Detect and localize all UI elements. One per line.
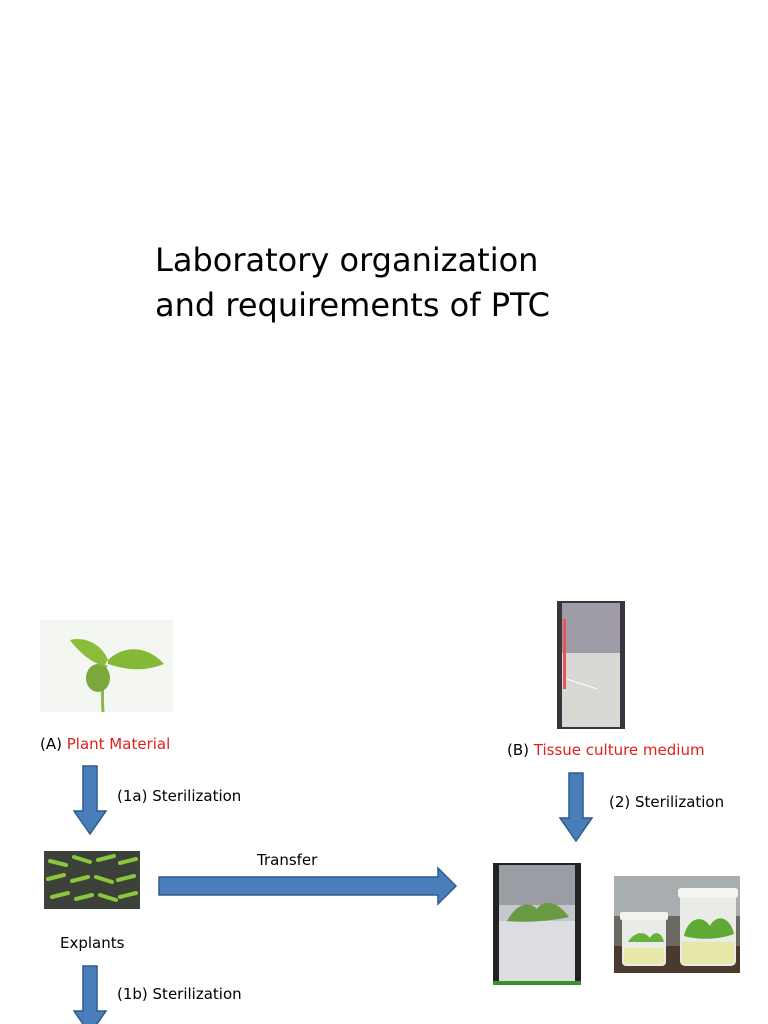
slide-title: Laboratory organization and requirements…: [155, 238, 715, 328]
sterilization-1b-label: (1b) Sterilization: [117, 985, 242, 1003]
arrow-right-transfer: [158, 866, 458, 906]
slide-title-line-2: and requirements of PTC: [155, 286, 550, 324]
tissue-culture-medium-label: (B) Tissue culture medium: [507, 741, 705, 759]
ptc-process-diagram: (A) Plant Material (1a) Sterilization: [0, 560, 768, 1024]
plant-material-prefix: (A): [40, 735, 62, 753]
medium-text: Tissue culture medium: [533, 741, 705, 759]
explants-image: [44, 851, 140, 909]
culture-jars-image: [614, 876, 740, 973]
sterilization-1a-label: (1a) Sterilization: [117, 787, 242, 805]
transfer-label: Transfer: [257, 851, 318, 869]
test-tube-medium-image: [557, 601, 625, 729]
title-slide: Laboratory organization and requirements…: [155, 238, 715, 328]
plant-material-label: (A) Plant Material: [40, 735, 170, 753]
plant-material-text: Plant Material: [66, 735, 171, 753]
culture-tube-image: [493, 863, 581, 985]
sterilization-2-label: (2) Sterilization: [609, 793, 725, 811]
seedling-image: [40, 620, 173, 712]
medium-prefix: (B): [507, 741, 529, 759]
arrow-down-1a: [73, 765, 107, 835]
arrow-down-1b: [73, 965, 107, 1024]
explants-label: Explants: [60, 934, 125, 952]
slide-title-line-1: Laboratory organization: [155, 241, 539, 279]
arrow-down-2: [559, 772, 593, 842]
